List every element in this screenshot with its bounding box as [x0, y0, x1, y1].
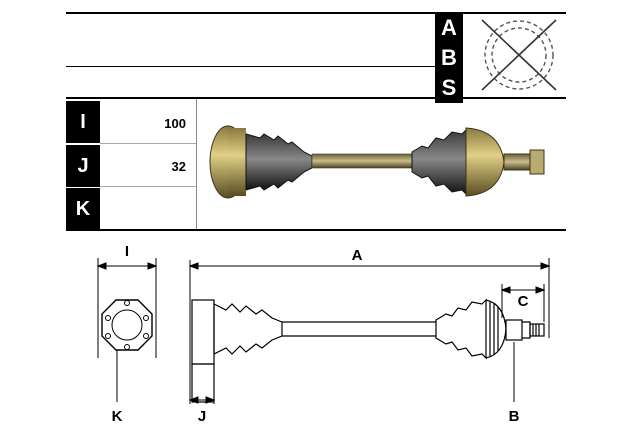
spec-label-i: I: [66, 101, 100, 143]
stub-nut: [529, 149, 545, 175]
abs-letter-b: B: [435, 43, 463, 73]
table-bottom-rule: [66, 229, 566, 231]
inner-joint-housing: [209, 125, 247, 199]
spec-label-j: J: [66, 145, 100, 187]
dimension-diagram: I A C K J B: [96, 243, 551, 425]
label-a: A: [352, 247, 363, 264]
table-divider: [196, 99, 197, 229]
dimension-c: [500, 284, 546, 322]
row-rule-1: [100, 143, 196, 144]
shaft-bar: [311, 153, 413, 169]
label-b: B: [509, 408, 520, 425]
label-c: C: [518, 293, 529, 310]
flange-end-view: [96, 258, 158, 402]
outer-boot: [411, 128, 467, 196]
drive-shaft-photo: [209, 125, 545, 199]
row-rule-2: [100, 186, 196, 187]
inner-boot: [245, 133, 313, 191]
label-k: K: [112, 408, 123, 425]
dimension-j: [188, 364, 216, 404]
label-i: I: [125, 243, 129, 260]
shaft-side-profile: [191, 298, 545, 403]
header-mid-rule: [66, 66, 436, 67]
dimension-a: [188, 258, 551, 404]
table-top-rule: [66, 97, 566, 99]
abs-letter-a: A: [435, 13, 463, 43]
header-top-rule: [66, 12, 566, 14]
spec-value-i: 100: [164, 116, 186, 131]
outer-joint-housing: [465, 127, 505, 197]
spline-stub: [503, 153, 533, 171]
spec-label-k: K: [66, 188, 100, 230]
label-j: J: [198, 408, 206, 425]
spec-value-j: 32: [171, 159, 186, 174]
no-abs-ring-icon: [481, 19, 557, 91]
